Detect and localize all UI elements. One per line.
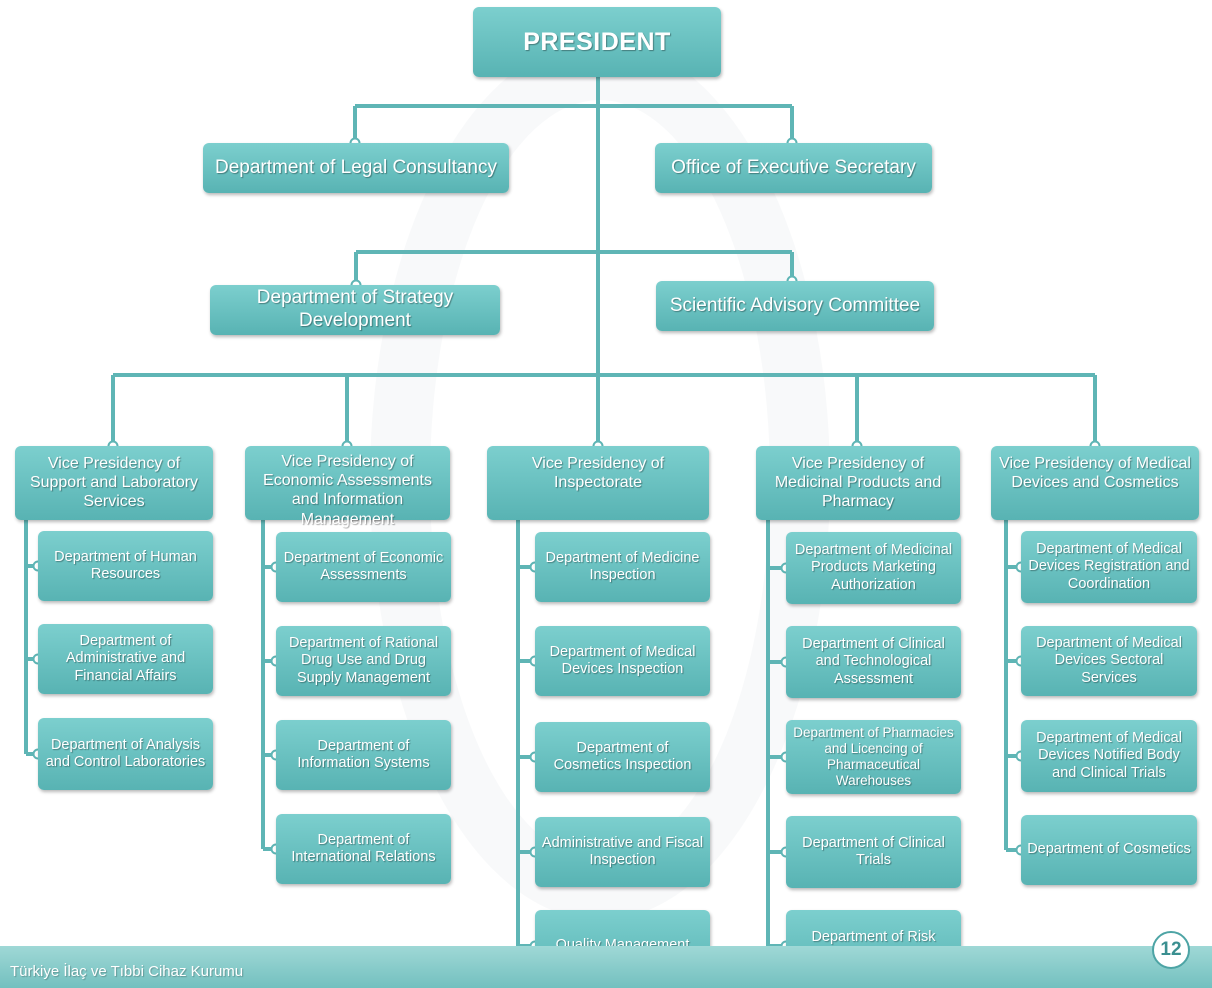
dept-administrative-fiscal-inspection: Administrative and Fiscal Inspection (535, 817, 710, 887)
dept-medical-devices-sectoral: Department of Medical Devices Sectoral S… (1021, 626, 1197, 696)
executive-secretary-box: Office of Executive Secretary (655, 143, 932, 193)
dept-international-relations: Department of International Relations (276, 814, 451, 884)
vp-economic-information-box: Vice Presidency of Economic Assessments … (245, 446, 450, 528)
dept-medical-devices-inspection: Department of Medical Devices Inspection (535, 626, 710, 696)
dept-pharmacies-licencing: Department of Pharmacies and Licencing o… (786, 720, 961, 794)
dept-medical-devices-registration: Department of Medical Devices Registrati… (1021, 531, 1197, 603)
legal-consultancy-box: Department of Legal Consultancy (203, 143, 509, 193)
dept-human-resources: Department of Human Resources (38, 531, 213, 601)
dept-analysis-control-labs: Department of Analysis and Control Labor… (38, 718, 213, 790)
vp-support-laboratory-box: Vice Presidency of Support and Laborator… (15, 446, 213, 520)
dept-rational-drug-use: Department of Rational Drug Use and Drug… (276, 626, 451, 696)
strategy-development-box: Department of Strategy Development (210, 285, 500, 335)
footer-organization-name: Türkiye İlaç ve Tıbbi Cihaz Kurumu (10, 963, 244, 980)
vp-inspectorate-box: Vice Presidency of Inspectorate (487, 446, 709, 520)
dept-cosmetics: Department of Cosmetics (1021, 815, 1197, 885)
president-box: PRESIDENT (473, 7, 721, 77)
page-number-badge: 12 (1152, 931, 1190, 969)
dept-administrative-financial: Department of Administrative and Financi… (38, 624, 213, 694)
dept-clinical-technological-assessment: Department of Clinical and Technological… (786, 626, 961, 698)
scientific-advisory-box: Scientific Advisory Committee (656, 281, 934, 331)
dept-economic-assessments: Department of Economic Assessments (276, 532, 451, 602)
dept-cosmetics-inspection: Department of Cosmetics Inspection (535, 722, 710, 792)
vp-medical-devices-cosmetics-box: Vice Presidency of Medical Devices and C… (991, 446, 1199, 520)
dept-information-systems: Department of Information Systems (276, 720, 451, 790)
dept-medicine-inspection: Department of Medicine Inspection (535, 532, 710, 602)
vp-medicinal-products-box: Vice Presidency of Medicinal Products an… (756, 446, 960, 520)
footer-bar (0, 946, 1212, 988)
dept-clinical-trials: Department of Clinical Trials (786, 816, 961, 888)
dept-notified-body-clinical-trials: Department of Medical Devices Notified B… (1021, 720, 1197, 792)
dept-marketing-authorization: Department of Medicinal Products Marketi… (786, 532, 961, 604)
